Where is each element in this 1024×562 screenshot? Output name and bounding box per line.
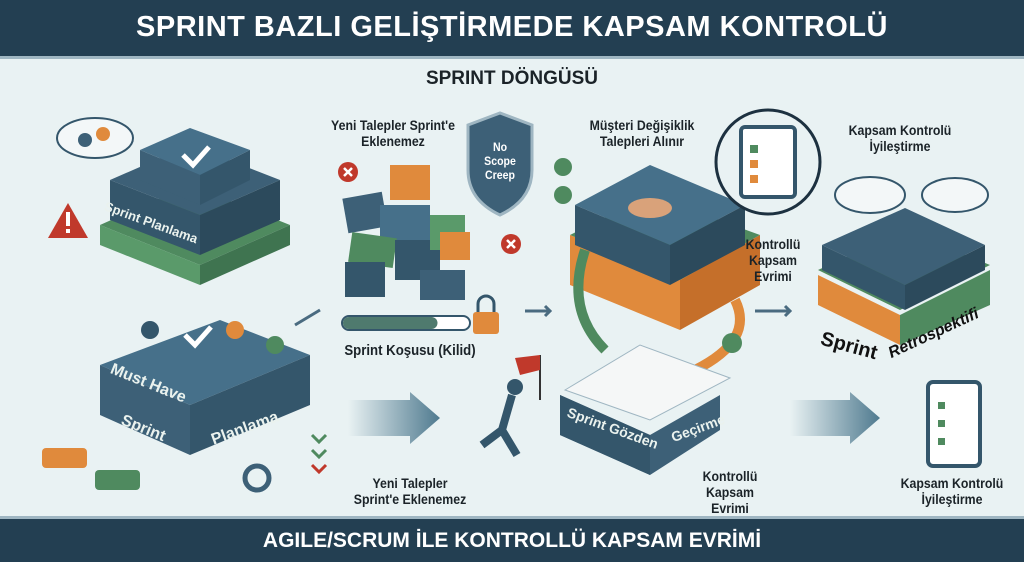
controlled-evolution-bottom-label: Kontrollü Kapsam Evrimi (702, 468, 758, 516)
lock-icon (473, 294, 499, 334)
flow-arrow (348, 392, 880, 444)
sprint-run-progress-bar (341, 315, 471, 331)
no-new-requests-label: Yeni Talepler Sprint'e Eklenemez (331, 117, 455, 149)
improvement-bottom-label: Kapsam Kontrolü İyileştirme (900, 475, 1004, 507)
team-sprint-planning-block (100, 320, 310, 455)
check-circle-icon (722, 333, 742, 353)
handshake-icon (628, 198, 672, 218)
clipboard-checklist-icon (926, 380, 982, 468)
runner-with-flag-icon (479, 355, 541, 458)
check-circle-icon (554, 158, 572, 204)
header-title: SPRINT BAZLI GELİŞTİRMEDE KAPSAM KONTROL… (0, 0, 1024, 59)
rejected-blocks-pile (342, 165, 470, 300)
gear-icon (242, 463, 272, 493)
chevrons-down-icon (310, 433, 328, 475)
thought-cloud-gears-icon (56, 117, 134, 159)
check-icon (183, 325, 213, 349)
clipboard-magnifier-icon (714, 108, 822, 216)
no-scope-creep-label: No Scope Creep (484, 140, 516, 182)
sprint-run-label: Sprint Koşusu (Kilid) (344, 342, 476, 359)
reject-x-icon (338, 162, 358, 182)
reject-x-icon (501, 234, 521, 254)
no-new-requests-bottom-label: Yeni Talepler Sprint'e Eklenemez (353, 475, 467, 507)
customer-change-stack (570, 165, 760, 330)
retrospective-stack (818, 208, 990, 345)
warning-icon (48, 203, 88, 238)
sprint-review-block (560, 333, 742, 475)
customer-requests-label: Müşteri Değişiklik Talepleri Alınır (589, 117, 695, 149)
shield-icon (466, 111, 534, 217)
cycle-subtitle: SPRINT DÖNGÜSÜ (425, 68, 599, 89)
check-icon (181, 145, 211, 169)
puzzle-piece-icon (42, 448, 140, 490)
cycle-arrow-green (573, 248, 609, 354)
sprint-planning-stack (100, 128, 290, 285)
small-arrow (294, 304, 793, 327)
thought-cloud-gears-icon (834, 176, 989, 214)
improvement-label: Kapsam Kontrolü İyileştirme (848, 122, 952, 154)
footer-title: AGILE/SCRUM İLE KONTROLLÜ KAPSAM EVRİMİ (0, 516, 1024, 562)
controlled-evolution-label: Kontrollü Kapsam Evrimi (745, 236, 801, 284)
